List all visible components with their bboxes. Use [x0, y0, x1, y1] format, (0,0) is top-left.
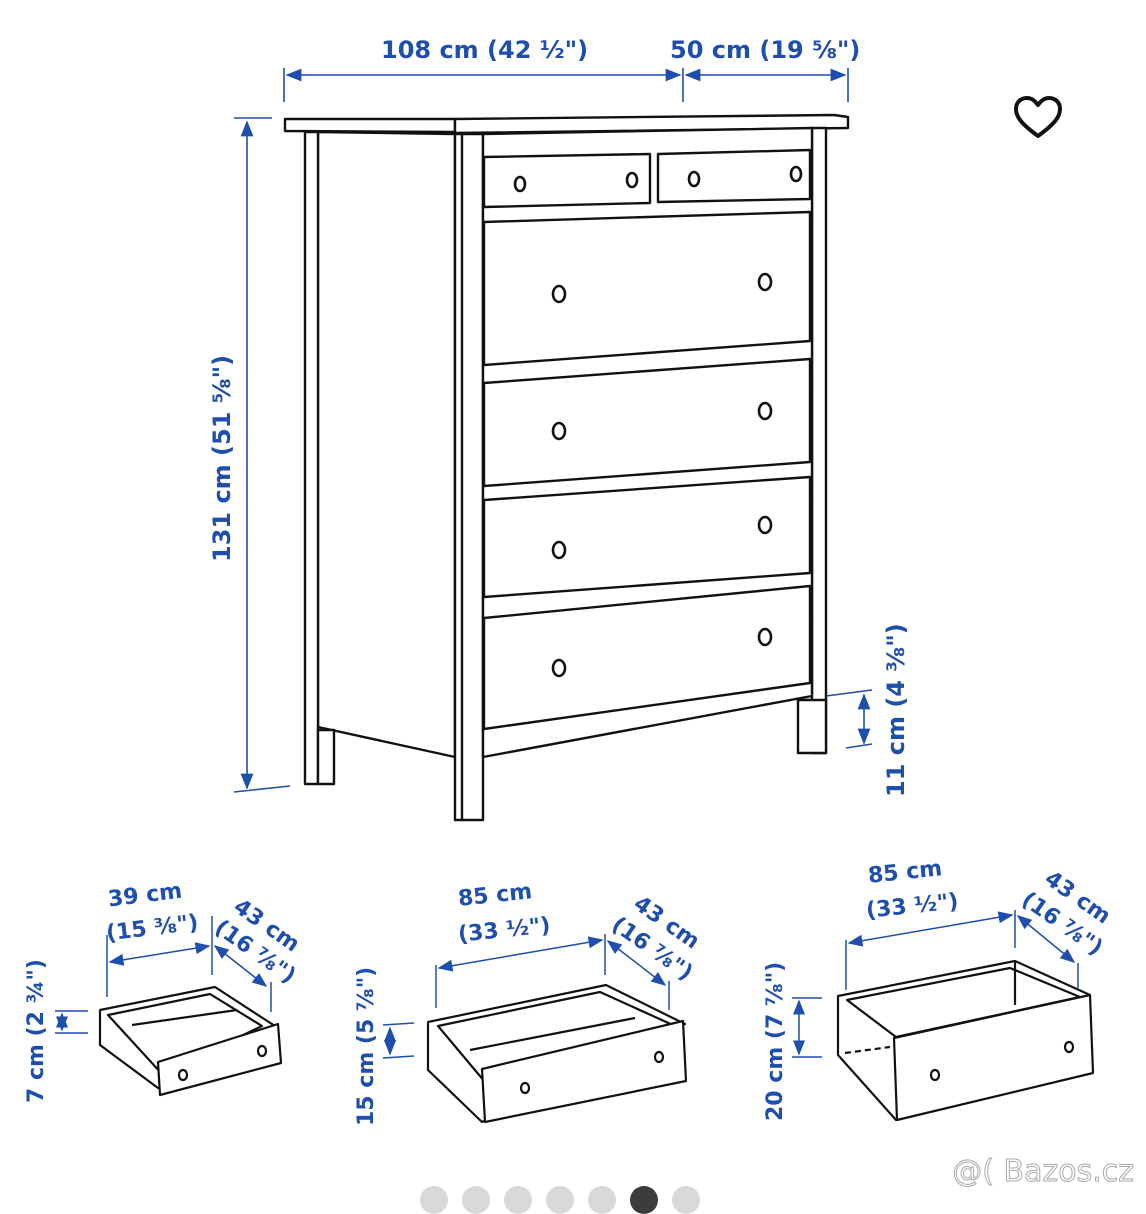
leg-clearance-label: 11 cm (4 ⅜"): [882, 623, 910, 797]
dresser-illustration: [283, 113, 850, 822]
carousel-dot-1[interactable]: [420, 1186, 448, 1214]
height-label: 131 cm (51 ⅝"): [208, 354, 236, 562]
depth-label: 50 cm (19 ⅝"): [670, 36, 861, 64]
carousel-dot-5[interactable]: [588, 1186, 616, 1214]
medium-drawer-illustration: [382, 934, 688, 1124]
carousel-dot-7[interactable]: [672, 1186, 700, 1214]
carousel-dot-3[interactable]: [504, 1186, 532, 1214]
carousel-dot-2[interactable]: [462, 1186, 490, 1214]
small-drawer-illustration: [55, 916, 283, 1097]
carousel-dot-6-active[interactable]: [630, 1186, 658, 1214]
medium-drawer-height: 15 cm (5 ⅞"): [354, 966, 379, 1126]
image-carousel-indicator: [420, 1186, 700, 1214]
drawer-knobs: [513, 165, 803, 678]
dimension-lines: [233, 68, 873, 793]
favorite-button[interactable]: [1010, 92, 1066, 144]
large-drawer-height: 20 cm (7 ⅞"): [763, 961, 788, 1121]
heart-outline-icon: [1014, 96, 1062, 138]
small-drawer-height: 7 cm (2 ¾"): [24, 959, 49, 1103]
bazos-watermark: @( Bazos.cz: [952, 1154, 1135, 1190]
width-label: 108 cm (42 ½"): [381, 36, 589, 64]
carousel-dot-4[interactable]: [546, 1186, 574, 1214]
large-drawer-illustration: [792, 910, 1095, 1122]
